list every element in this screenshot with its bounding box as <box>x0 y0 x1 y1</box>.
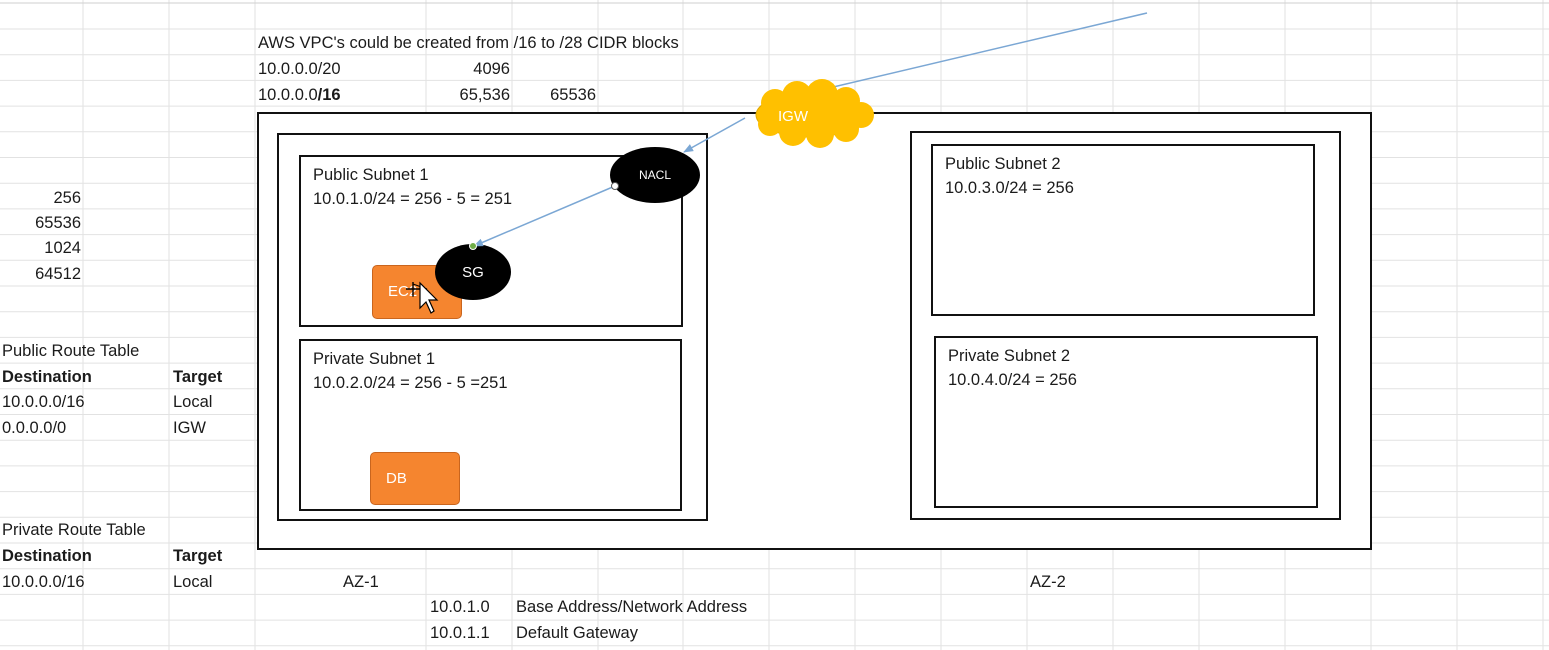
public-rt-target-cell[interactable]: IGW <box>173 419 206 437</box>
cidr-16-count-plain-cell[interactable]: 65536 <box>550 86 596 104</box>
side-number-cell[interactable]: 65536 <box>35 214 81 232</box>
security-group-oval[interactable]: SG <box>435 244 511 300</box>
public-rt-target-cell[interactable]: Local <box>173 393 213 411</box>
az1-label[interactable]: AZ-1 <box>343 573 379 591</box>
cidr-16-suffix: /16 <box>317 86 341 104</box>
nacl-label: NACL <box>638 168 671 182</box>
private-subnet-1-detail: 10.0.2.0/24 = 256 - 5 =251 <box>313 374 508 392</box>
vpc-cidr-note: AWS VPC's could be created from /16 to /… <box>258 34 679 52</box>
address-note-desc[interactable]: Base Address/Network Address <box>516 598 748 616</box>
connector-end-handle[interactable] <box>469 242 477 250</box>
cidr-20-cell[interactable]: 10.0.0.0/20 <box>258 60 341 78</box>
db-instance-box[interactable]: DB <box>370 452 460 505</box>
address-note-address[interactable]: 10.0.1.1 <box>430 624 490 642</box>
private-subnet-1-box[interactable]: Private Subnet 1 10.0.2.0/24 = 256 - 5 =… <box>299 339 682 511</box>
nacl-to-sg-arrow <box>473 185 616 247</box>
side-number-cell[interactable]: 256 <box>53 189 81 207</box>
cidr-16-count-cell[interactable]: 65,536 <box>459 86 510 104</box>
public-subnet-1-title: Public Subnet 1 <box>313 166 429 184</box>
cidr-20-count-cell[interactable]: 4096 <box>473 60 510 78</box>
igw-label: IGW <box>778 108 809 125</box>
private-rt-destination-header[interactable]: Destination <box>2 547 92 565</box>
igw-to-nacl-arrow <box>683 117 746 153</box>
private-subnet-2-detail: 10.0.4.0/24 = 256 <box>948 371 1077 389</box>
side-number-cell[interactable]: 64512 <box>35 265 81 283</box>
public-rt-destination-header[interactable]: Destination <box>2 368 92 386</box>
move-cursor-icon <box>406 281 439 314</box>
cidr-16-cell[interactable]: 10.0.0.0/16 <box>258 85 341 105</box>
private-rt-target-cell[interactable]: Local <box>173 573 213 591</box>
public-subnet-2-box[interactable]: Public Subnet 2 10.0.3.0/24 = 256 <box>931 144 1315 316</box>
public-route-table-title[interactable]: Public Route Table <box>2 342 140 360</box>
address-note-address[interactable]: 10.0.1.0 <box>430 598 490 616</box>
side-number-cell[interactable]: 1024 <box>44 239 81 257</box>
public-rt-target-header[interactable]: Target <box>173 368 223 386</box>
private-subnet-2-title: Private Subnet 2 <box>948 347 1070 365</box>
private-rt-target-header[interactable]: Target <box>173 547 223 565</box>
private-subnet-1-title: Private Subnet 1 <box>313 350 435 368</box>
az2-label[interactable]: AZ-2 <box>1030 573 1066 591</box>
internet-to-igw-arrow <box>811 12 1148 94</box>
nacl-oval[interactable]: NACL <box>610 147 700 203</box>
public-rt-destination-cell[interactable]: 0.0.0.0/0 <box>2 419 67 437</box>
cidr-16-base: 10.0.0.0 <box>258 86 318 104</box>
private-rt-destination-cell[interactable]: 10.0.0.0/16 <box>2 573 85 591</box>
connector-start-handle[interactable] <box>611 182 619 190</box>
public-rt-destination-cell[interactable]: 10.0.0.0/16 <box>2 393 85 411</box>
sg-label: SG <box>462 263 484 281</box>
address-note-desc[interactable]: Default Gateway <box>516 624 638 642</box>
private-subnet-2-box[interactable]: Private Subnet 2 10.0.4.0/24 = 256 <box>934 336 1318 508</box>
public-subnet-2-detail: 10.0.3.0/24 = 256 <box>945 179 1074 197</box>
public-subnet-2-title: Public Subnet 2 <box>945 155 1061 173</box>
igw-cloud-icon[interactable]: IGW <box>755 79 874 148</box>
public-subnet-1-detail: 10.0.1.0/24 = 256 - 5 = 251 <box>313 190 513 208</box>
private-route-table-title[interactable]: Private Route Table <box>2 521 146 539</box>
